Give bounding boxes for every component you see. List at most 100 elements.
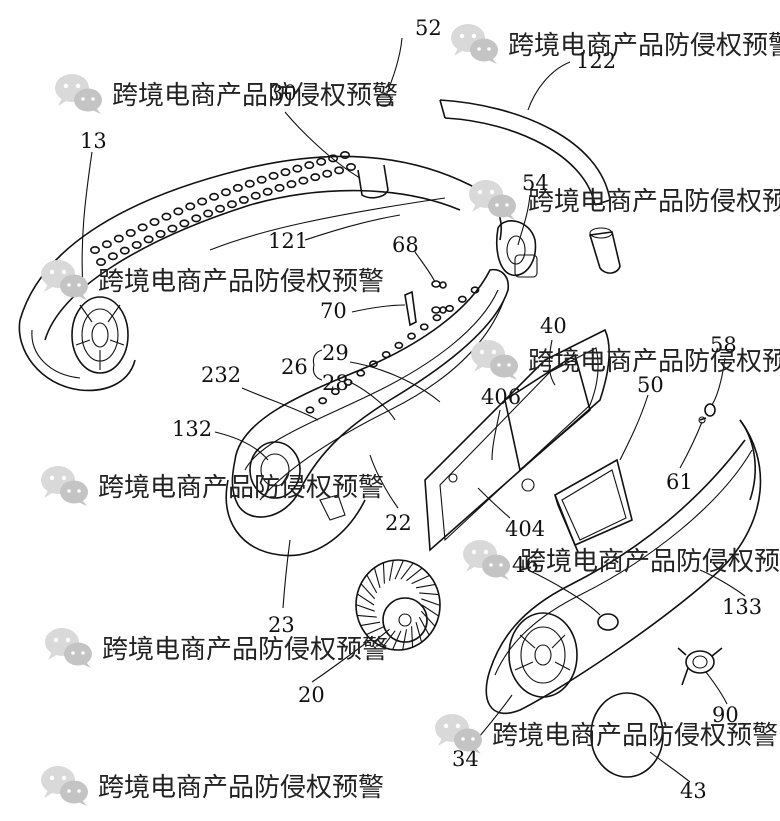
wechat-icon [41,260,88,300]
vent-hole [107,252,118,261]
fan-blade [356,593,375,606]
vent-hole [185,202,196,211]
vent-hole [101,240,112,249]
label-406: 406 [481,385,521,409]
watermark-text: 跨境电商产品防侵权预警 [98,773,384,803]
vent-hole [226,200,237,209]
label-54: 54 [522,171,549,195]
vent-hole [203,209,214,218]
fan-blade [382,630,396,648]
vent-hole [316,157,327,166]
fan-blade [415,622,423,643]
label-61: 61 [666,470,693,494]
small-part-52 [376,93,392,107]
wechat-icon [463,540,510,580]
vent-hole [244,179,255,188]
watermark: 跨境电商产品防侵权预警 [41,766,384,806]
wechat-icon [451,24,498,64]
vent-hole [250,191,261,200]
vent-hole [457,295,467,303]
vent-hole [125,228,136,237]
vent-hole [232,183,243,192]
vent-hole [131,240,142,249]
watermark: 跨境电商产品防侵权预警 [469,180,780,220]
fan-blade [420,610,436,627]
vent-hole [220,188,231,197]
vent-hole [304,161,315,170]
fan-blade [421,604,440,617]
wechat-icon [45,628,92,668]
vent-hole [119,246,130,255]
vent-hole [345,163,356,172]
watermark: 跨境电商产品防侵权预警 [55,74,398,114]
vent-hole [356,369,366,377]
lower-shell-133 [485,419,762,715]
vent-hole [173,207,184,216]
wechat-icon [55,74,102,114]
ring-43 [590,692,664,778]
fan-blade [388,560,394,581]
vent-hole [339,151,350,160]
middle-shell-26 [225,268,510,557]
screws-68-70 [404,280,447,327]
watermark-text: 跨境电商产品防侵权预警 [528,187,780,217]
vent-hole [298,176,309,185]
vent-hole [470,286,480,294]
vent-hole [310,173,321,182]
vent-hole [419,323,429,331]
label-121: 121 [268,229,308,253]
part-labels: 52 122 30 13 54 121 68 70 40 58 26 29 28… [80,16,762,803]
vent-hole [274,183,285,192]
watermark-text: 跨境电商产品防侵权预警 [508,31,780,61]
vent-hole [407,332,416,340]
vent-hole [143,235,154,244]
vent-hole [191,214,202,223]
vent-hole [167,224,178,233]
vent-hole [155,229,166,238]
vent-hole [328,154,339,163]
fan-blade [394,560,404,580]
label-40: 40 [540,314,567,338]
vent-hole [179,219,190,228]
label-404: 404 [505,517,545,541]
vent-holes-middle [305,286,480,414]
vent-hole [149,217,160,226]
fan-blade [421,598,441,606]
watermark-text: 跨境电商产品防侵权预警 [112,81,398,111]
label-90: 90 [712,703,739,727]
label-22: 22 [385,511,412,535]
watermark-text: 跨境电商产品防侵权预警 [520,547,780,577]
screws-58-61 [698,403,716,424]
label-28: 28 [322,371,349,395]
bracket-90 [677,647,723,686]
vent-hole [286,180,297,189]
watermark-text: 跨境电商产品防侵权预警 [528,347,780,377]
vent-hole [215,204,226,213]
watermark: 跨境电商产品防侵权预警 [471,340,780,380]
wechat-icon [435,714,482,754]
watermark: 跨境电商产品防侵权预警 [451,24,780,64]
label-23: 23 [268,613,295,637]
vent-hole [305,406,315,414]
label-50: 50 [637,373,664,397]
vent-hole [96,257,107,266]
vent-hole [394,341,404,349]
label-58: 58 [710,333,737,357]
wechat-icon [471,340,518,380]
label-132: 132 [172,417,212,441]
watermark: 跨境电商产品防侵权预警 [463,540,780,580]
label-68: 68 [392,233,419,257]
fan-blade [411,574,430,585]
fan-blade [366,574,378,594]
vent-hole [432,314,442,322]
label-122: 122 [576,49,616,73]
vent-hole [113,234,124,243]
watermarks: 跨境电商产品防侵权预警 跨境电商产品防侵权预警 跨境电商产品防侵权预警 跨境电商… [41,24,780,806]
vent-hole [318,397,328,405]
vent-hole [322,169,333,178]
vent-hole [381,351,391,359]
watermark: 跨境电商产品防侵权预警 [435,714,778,754]
vent-hole [445,304,455,313]
fan-blade [366,625,385,636]
vent-hole [197,197,208,206]
